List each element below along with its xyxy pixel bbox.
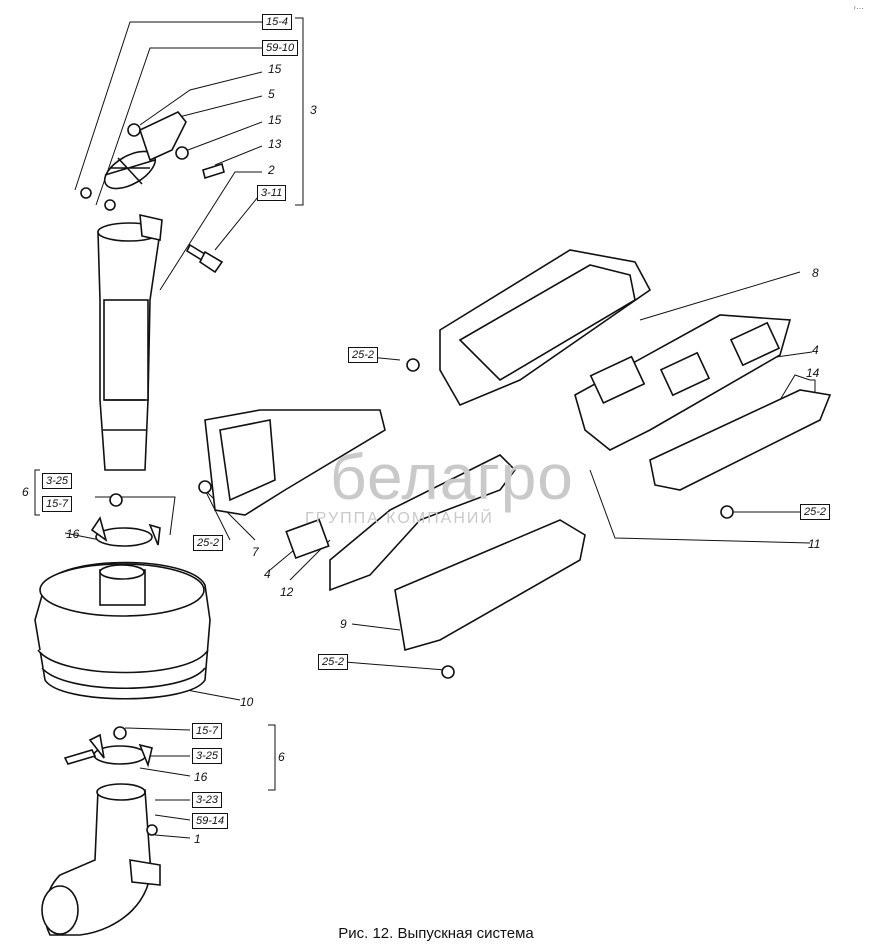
ref-box-25-2-a: 25-2 — [348, 347, 379, 363]
label-10: 10 — [240, 695, 254, 709]
label-6-left: 6 — [22, 485, 29, 499]
nuts — [109, 358, 734, 836]
manifold-pipe — [285, 454, 517, 592]
spark-arrester-cap — [80, 111, 225, 211]
ref-box-3-25-b: 3-25 — [192, 748, 223, 764]
heat-shield-lower — [394, 519, 586, 652]
ref-box-15-7-a: 15-7 — [42, 496, 73, 512]
elbow-pipe — [41, 783, 161, 936]
ref-box-59-10: 59-10 — [262, 40, 299, 56]
ref-box-59-14: 59-14 — [192, 813, 229, 829]
ref-box-3-25-a: 3-25 — [42, 473, 73, 489]
label-16-top: 16 — [66, 527, 80, 541]
clamp-upper — [90, 516, 161, 547]
label-7: 7 — [252, 545, 259, 559]
label-4-right: 4 — [812, 343, 819, 357]
muffler — [34, 561, 211, 700]
ref-box-25-2-d: 25-2 — [318, 654, 349, 670]
exhaust-pipe — [97, 213, 163, 471]
label-9: 9 — [340, 617, 347, 631]
heat-shield-right — [649, 389, 832, 491]
ref-box-25-2-c: 25-2 — [193, 535, 224, 551]
label-1: 1 — [194, 832, 201, 846]
exhaust-manifold — [574, 314, 792, 451]
clamp-lower — [63, 733, 153, 768]
ref-box-3-11: 3-11 — [257, 185, 287, 201]
label-12: 12 — [280, 585, 294, 599]
label-6-right: 6 — [278, 750, 285, 764]
label-15-mid: 15 — [268, 113, 282, 127]
label-11: 11 — [808, 537, 821, 551]
watermark-brand: белагро — [330, 441, 574, 513]
label-5: 5 — [268, 87, 275, 101]
heat-shield-upper — [439, 249, 652, 407]
ref-box-15-4: 15-4 — [262, 14, 293, 30]
label-16-bottom: 16 — [194, 770, 208, 784]
watermark-subtitle: ГРУППА КОМПАНИЙ — [305, 510, 494, 527]
bolt — [185, 243, 224, 274]
ref-box-25-2-b: 25-2 — [800, 504, 831, 520]
label-4-left: 4 — [264, 567, 271, 581]
figure-caption: Рис. 12. Выпускная система — [338, 925, 534, 942]
label-13: 13 — [268, 137, 282, 151]
ref-box-3-23: 3-23 — [192, 792, 223, 808]
corner-mark: ᵣ… — [854, 2, 864, 11]
exhaust-manifold-left — [204, 409, 386, 516]
label-3: 3 — [310, 103, 317, 117]
ref-box-15-7-b: 15-7 — [192, 723, 223, 739]
label-14: 14 — [806, 366, 820, 380]
label-15-top: 15 — [268, 62, 282, 76]
label-8: 8 — [812, 266, 819, 280]
label-2: 2 — [268, 163, 275, 177]
